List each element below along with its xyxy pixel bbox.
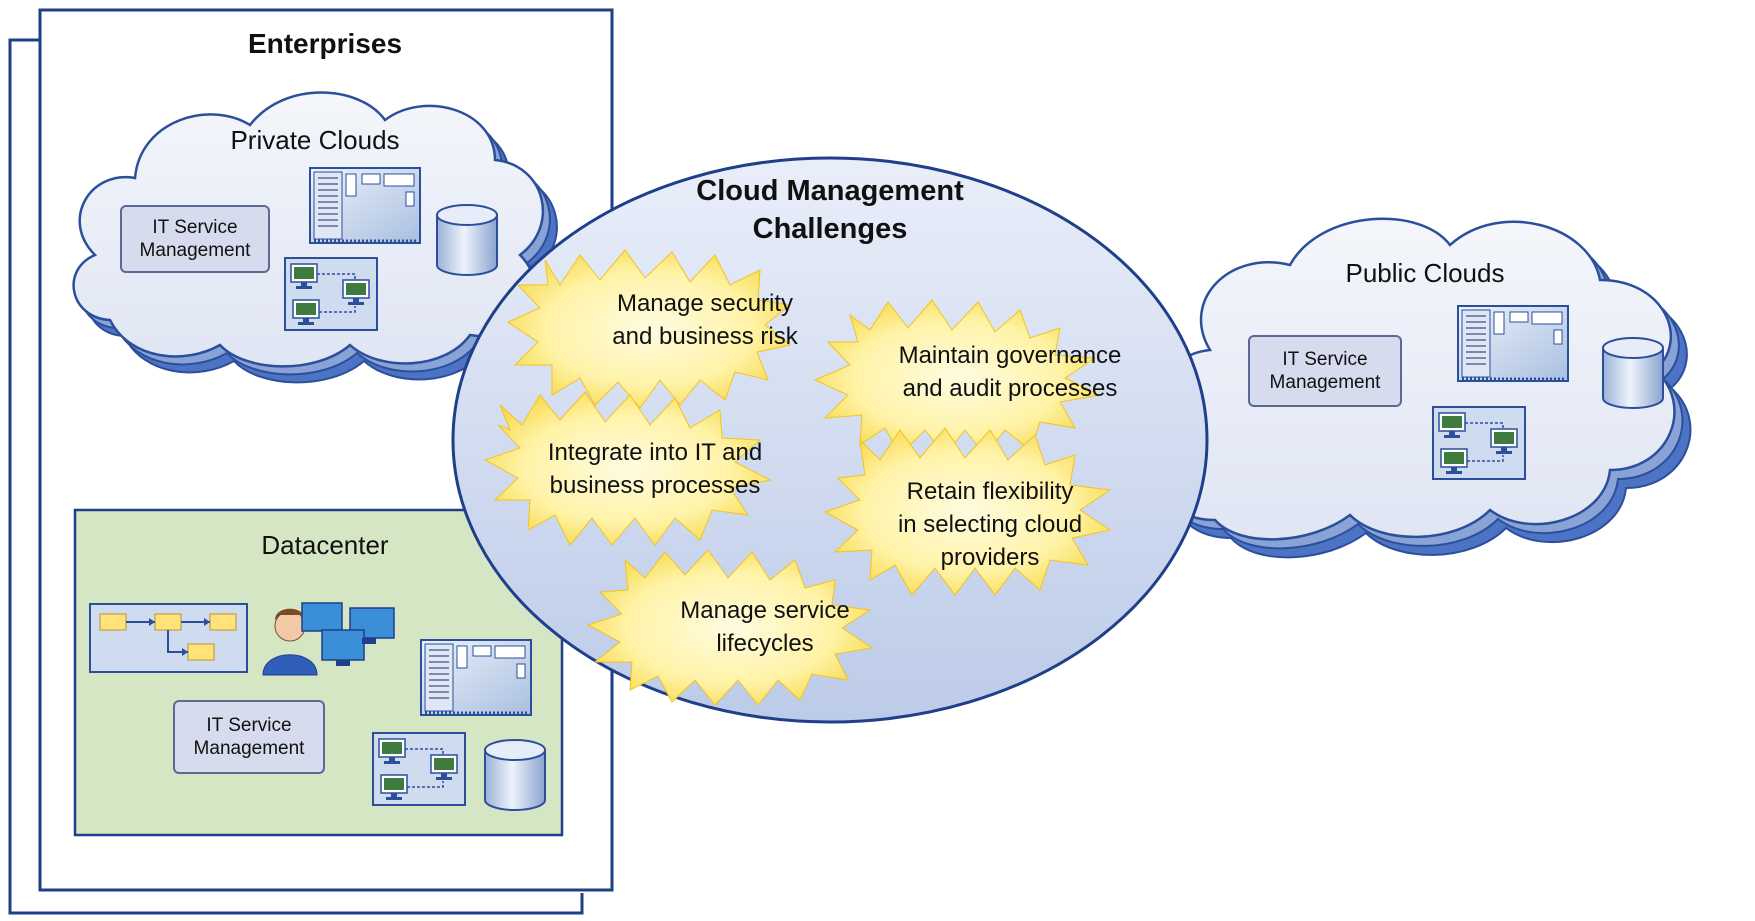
workflow-icon bbox=[89, 603, 248, 673]
private-database-icon bbox=[436, 204, 498, 276]
challenge-line: Retain flexibility bbox=[906, 478, 1074, 505]
starburst-security bbox=[506, 249, 792, 409]
private-server-icon bbox=[308, 166, 422, 245]
public-network-icon bbox=[1433, 407, 1525, 479]
datacenter-server-icon bbox=[419, 638, 533, 717]
challenges-title-line-2: Challenges bbox=[752, 213, 908, 245]
operator-icon bbox=[262, 608, 318, 676]
challenge-line: Manage service bbox=[680, 597, 850, 624]
starburst-governance bbox=[813, 299, 1102, 456]
public-cloud bbox=[1157, 217, 1692, 559]
datacenter-database-icon bbox=[484, 739, 546, 811]
challenges-title-line-1: Cloud Management bbox=[696, 175, 964, 207]
starburst-integrate bbox=[483, 391, 772, 546]
datacenter-title: Datacenter bbox=[261, 530, 389, 560]
challenge-line: Maintain governance bbox=[898, 342, 1122, 369]
itsm-line-1: IT Service bbox=[206, 715, 292, 736]
itsm-line-1: IT Service bbox=[1282, 349, 1368, 370]
challenge-line: and business risk bbox=[612, 323, 798, 350]
enterprises-title: Enterprises bbox=[247, 28, 403, 59]
private-network-icon bbox=[285, 258, 377, 330]
itsm-line-2: Management bbox=[139, 240, 251, 261]
itsm-line-2: Management bbox=[193, 738, 305, 759]
challenge-flexibility-label: Retain flexibility in selecting cloud pr… bbox=[845, 475, 1135, 574]
challenge-line: Integrate into IT and bbox=[547, 439, 763, 466]
public-server-icon bbox=[1456, 304, 1570, 383]
challenge-line: lifecycles bbox=[716, 630, 814, 657]
challenge-integrate-label: Integrate into IT and business processes bbox=[500, 436, 810, 502]
challenge-lifecycles-label: Manage service lifecycles bbox=[620, 594, 910, 660]
private-cloud bbox=[72, 91, 558, 384]
private-clouds-title: Private Clouds bbox=[230, 125, 400, 155]
challenge-line: in selecting cloud bbox=[897, 511, 1083, 538]
starburst-flexibility bbox=[823, 427, 1112, 596]
challenge-security-label: Manage security and business risk bbox=[560, 287, 850, 353]
challenge-line: Manage security bbox=[616, 290, 794, 317]
challenge-line: providers bbox=[940, 544, 1040, 571]
challenge-line: business processes bbox=[549, 472, 761, 499]
starburst-lifecycles bbox=[586, 549, 874, 706]
itsm-line-1: IT Service bbox=[152, 217, 238, 238]
monitors-icon bbox=[301, 602, 395, 666]
challenge-governance-label: Maintain governance and audit processes bbox=[845, 339, 1175, 405]
challenge-line: and audit processes bbox=[902, 375, 1118, 402]
datacenter-network-icon bbox=[373, 733, 465, 805]
public-clouds-title: Public Clouds bbox=[1345, 258, 1505, 288]
challenges-title: Cloud Management Challenges bbox=[640, 172, 1020, 248]
itsm-line-2: Management bbox=[1269, 372, 1381, 393]
public-database-icon bbox=[1602, 337, 1664, 409]
